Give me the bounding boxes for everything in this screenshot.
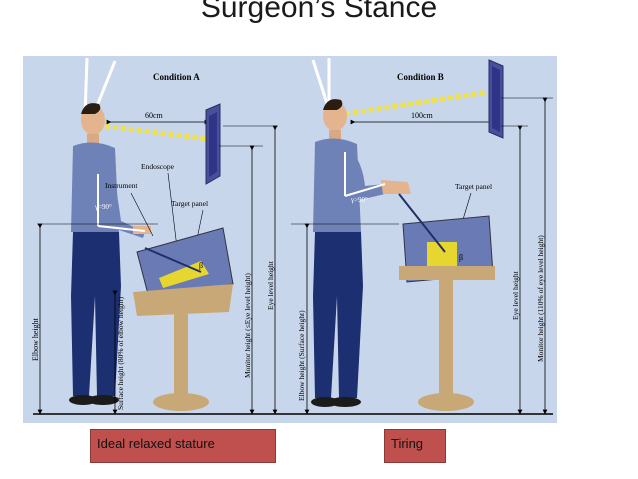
forearm-line-a <box>97 225 146 232</box>
monitor-height-label-b: Monitor height (110% of eye level height… <box>536 235 545 362</box>
stand-base-b <box>418 393 474 411</box>
forearm-line-b <box>344 183 386 197</box>
gaze-beam-a <box>104 123 209 142</box>
distance-label-b: 100cm <box>411 111 434 120</box>
stance-diagram: Condition A 60cm γ=90° Instrument Endosc… <box>31 57 553 415</box>
target-panel-a <box>159 261 209 288</box>
distance-label-a: 60cm <box>145 111 164 120</box>
target-panel-label-a: Target panel <box>171 199 208 208</box>
beta-angle-a: β <box>199 261 203 270</box>
stand-top-a <box>133 284 233 316</box>
stand-pole-a <box>174 314 188 394</box>
stand-base-a <box>153 393 209 411</box>
eye-level-label-a: Eye level height <box>266 260 275 310</box>
elbow-angle-a: γ=90° <box>94 203 112 211</box>
gaze-beam-b <box>344 89 489 117</box>
instrument-label-a: Instrument <box>105 181 138 190</box>
elbow-height-label-a: Elbow height <box>31 317 40 361</box>
condition-b-heading: Condition B <box>397 72 444 82</box>
monitor-a-screen <box>209 112 217 177</box>
beta-angle-b: β <box>459 253 463 262</box>
slide-title: Surgeon’s Stance <box>200 0 438 24</box>
surgeon-figure-b <box>311 99 411 407</box>
target-panel-label-b: Target panel <box>455 182 492 191</box>
eye-level-label-b: Eye level height <box>511 270 520 320</box>
surgeon-figure-a <box>69 103 151 405</box>
elbow-angle-b: γ>90° <box>350 196 368 204</box>
stand-top-b <box>399 266 495 280</box>
caption-tiring: Tiring <box>384 429 446 463</box>
instrument-leader-a <box>130 192 154 237</box>
elbow-height-label-b: Elbow height (Surface height) <box>297 310 306 401</box>
target-panel-b <box>427 242 457 266</box>
caption-ideal-stature: Ideal relaxed stature <box>90 429 276 463</box>
monitor-height-label-a: Monitor height (≤Eye level height) <box>243 273 252 378</box>
surface-height-label-a: Surface height (80% of elbow height) <box>116 296 125 410</box>
stance-figure: Condition A 60cm γ=90° Instrument Endosc… <box>23 56 557 423</box>
condition-a-heading: Condition A <box>153 72 200 82</box>
instrument-a <box>144 247 202 273</box>
monitor-b-screen <box>492 66 500 132</box>
endoscope-label-a: Endoscope <box>141 162 175 171</box>
instrument-b <box>398 193 446 253</box>
stand-pole-b <box>439 280 453 394</box>
